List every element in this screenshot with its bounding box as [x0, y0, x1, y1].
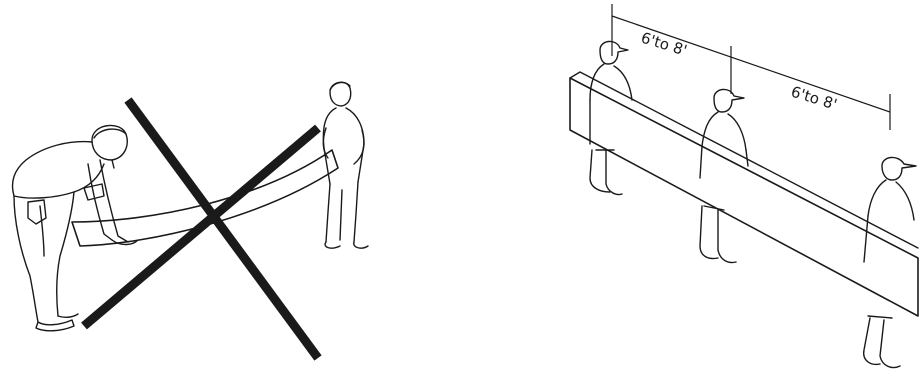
incorrect-lift-scene — [13, 82, 369, 358]
dimension-label-first: 6'to 8' — [639, 29, 689, 60]
correct-carry-scene: 6'to 8' 6'to 8' — [570, 4, 918, 368]
carried-panel — [570, 78, 918, 316]
dimension-label-second: 6'to 8' — [789, 83, 839, 114]
